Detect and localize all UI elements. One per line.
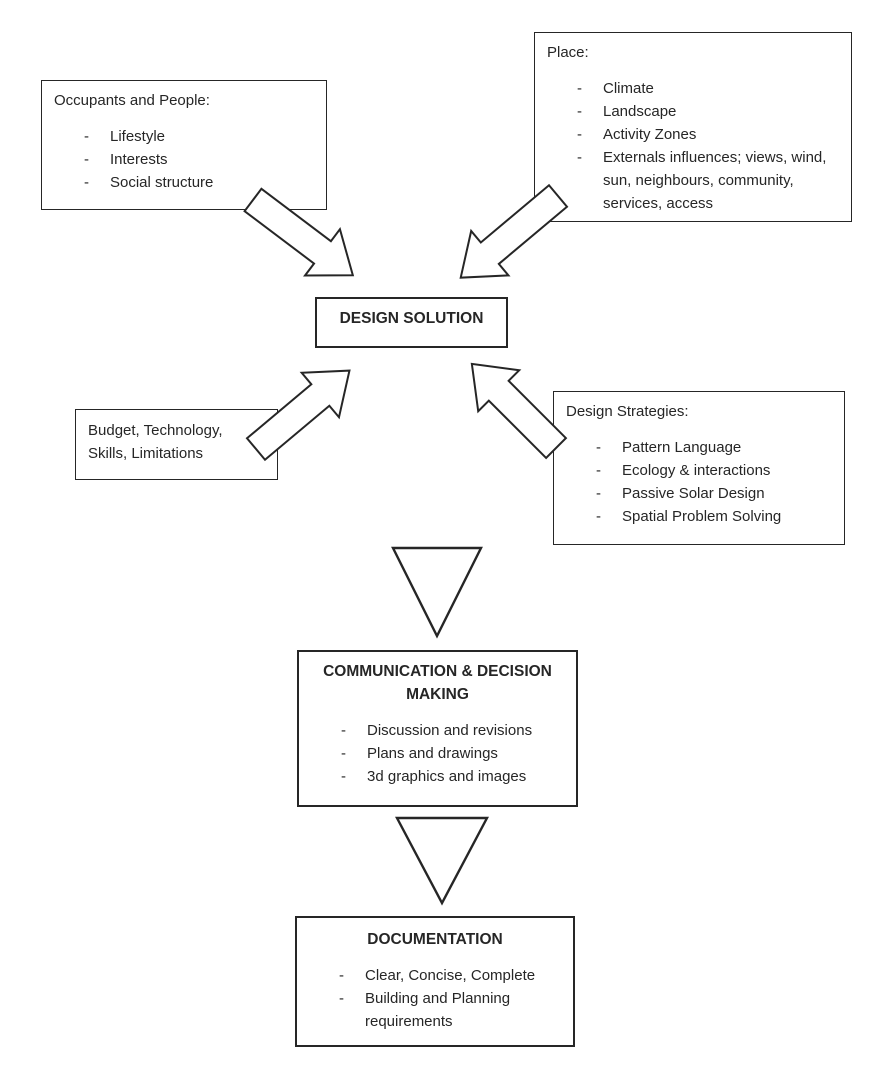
list-item: - Ecology & interactions [596, 459, 832, 482]
list-item-text: Clear, Concise, Complete [365, 967, 536, 984]
design-strategies-box: Design Strategies: - Pattern Language - Eco… [553, 391, 845, 545]
list-item: - Lifestyle [84, 125, 314, 148]
communication-decision-title: COMMUNICATION & DECISION MAKING [323, 663, 552, 703]
list-item: - Spatial Problem Solving [596, 505, 832, 528]
list-item-text: Climate [603, 80, 654, 97]
list-item: - Landscape [577, 100, 839, 123]
list-item: - 3d graphics and images [341, 765, 564, 788]
bullet-dash: - [596, 462, 601, 479]
list-item: - Externals influences; views, wind, sun,… [577, 146, 839, 215]
bullet-dash: - [577, 126, 582, 143]
bullet-dash: - [341, 722, 346, 739]
list-item-text: Externals influences; views, wind, sun, … [603, 149, 827, 212]
list-item-text: Pattern Language [622, 439, 742, 456]
design-solution-box: DESIGN SOLUTION [315, 297, 508, 348]
documentation-box: DOCUMENTATION -Clear, Concise, Complete-… [295, 916, 575, 1047]
triangle-arrow-design-to-communication-icon [391, 546, 483, 639]
list-item: - Discussion and revisions [341, 719, 564, 742]
list-item-text: Ecology & interactions [622, 462, 771, 479]
list-item: - Pattern Language [596, 436, 832, 459]
list-item-text: Spatial Problem Solving [622, 508, 782, 525]
list-item-text: Landscape [603, 103, 677, 120]
list-item: - Social structure [84, 171, 314, 194]
bullet-dash: - [596, 439, 601, 456]
bullet-dash: - [341, 745, 346, 762]
bullet-dash: - [577, 149, 582, 166]
list-item-text: Lifestyle [110, 128, 166, 145]
communication-decision-box: COMMUNICATION & DECISION MAKING - Discuss… [297, 650, 578, 807]
bullet-dash: - [341, 768, 346, 785]
list-item-text: Passive Solar Design [622, 485, 765, 502]
list-item-text: Discussion and revisions [367, 722, 533, 739]
bullet-dash: - [577, 103, 582, 120]
place-list: - Climate - Landscape - Activity Zones - Extern… [547, 77, 839, 215]
documentation-title: DOCUMENTATION [367, 931, 503, 948]
bullet-dash: - [84, 174, 89, 191]
budget-box: Budget, Technology, Skills, Limitations [75, 409, 278, 480]
occupants-list: - Lifestyle - Interests - Social structure [54, 125, 314, 194]
list-item: - Activity Zones [577, 123, 839, 146]
list-item-text: Plans and drawings [367, 745, 498, 762]
occupants-box: Occupants and People: - Lifestyle - Interes… [41, 80, 327, 210]
list-item: - Climate [577, 77, 839, 100]
list-item-text: Interests [110, 151, 168, 168]
design-strategies-title: Design Strategies: [566, 403, 689, 420]
list-item-text: 3d graphics and images [367, 768, 527, 785]
bullet-dash: - [596, 508, 601, 525]
bullet-dash: - [577, 80, 582, 97]
communication-decision-list: - Discussion and revisions - Plans and draw… [311, 719, 564, 788]
list-item: - Building and Planning requirements [339, 987, 561, 1033]
design-strategies-list: - Pattern Language - Ecology & interactions… [566, 436, 832, 528]
bullet-dash: - [84, 128, 89, 145]
design-solution-title: DESIGN SOLUTION [339, 310, 484, 327]
list-item: - Plans and drawings [341, 742, 564, 765]
list-item: - Passive Solar Design [596, 482, 832, 505]
place-box: Place: - Climate - Landscape - Activity Zones… [534, 32, 852, 222]
budget-text: Budget, Technology, Skills, Limitations [88, 422, 223, 462]
list-item: - Interests [84, 148, 314, 171]
list-item-text: Building and Planning requirements [365, 990, 511, 1030]
documentation-list: - Clear, Concise, Complete - Building and P… [309, 964, 561, 1033]
bullet-dash: - [596, 485, 601, 502]
list-item: - Clear, Concise, Complete [339, 964, 561, 987]
triangle-arrow-communication-to-documentation-icon [395, 816, 489, 906]
bullet-dash: - [339, 990, 344, 1007]
list-item-text: Social structure [110, 174, 214, 191]
occupants-title: Occupants and People: [54, 92, 210, 109]
place-title: Place: [547, 44, 589, 61]
bullet-dash: - [339, 967, 344, 984]
bullet-dash: - [84, 151, 89, 168]
list-item-text: Activity Zones [603, 126, 697, 143]
